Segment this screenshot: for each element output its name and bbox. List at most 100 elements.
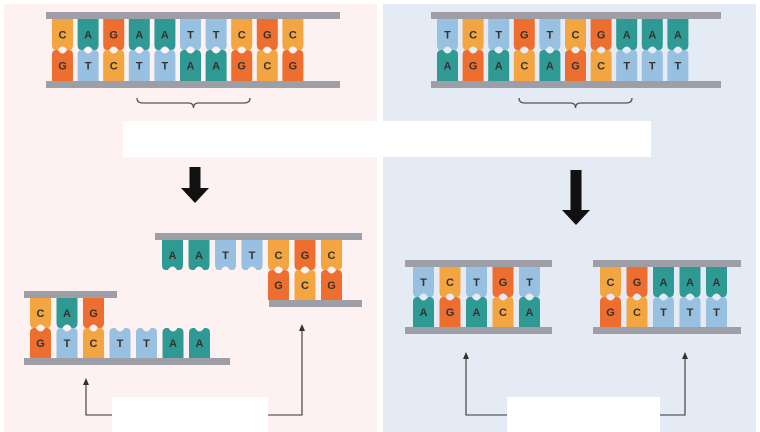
top-strand-nucleotide: G <box>294 240 316 270</box>
bottom-strand-nucleotide: G <box>268 270 289 300</box>
base-letter: C <box>110 61 118 73</box>
base-letter: A <box>169 338 177 350</box>
blunt-ends-label-box <box>507 397 660 432</box>
base-letter: C <box>572 30 580 42</box>
nucleotide-block <box>77 50 99 81</box>
nucleotide-block <box>109 328 131 358</box>
sticky-cut-arrow <box>181 167 209 203</box>
bottom-strand-nucleotide: T <box>154 50 176 81</box>
bottom-strand-nucleotide: C <box>626 297 648 327</box>
nucleotide-block <box>641 19 663 50</box>
base-letter: G <box>571 61 580 73</box>
bottom-strand-nucleotide: T <box>136 328 157 358</box>
base-letter: T <box>444 30 451 42</box>
top-strand-nucleotide: C <box>282 19 304 50</box>
nucleotide-block <box>189 328 210 358</box>
base-letter: C <box>275 250 283 262</box>
base-letter: A <box>713 277 721 289</box>
base-letter: G <box>289 61 298 73</box>
nucleotide-block <box>188 240 210 270</box>
nucleotide-block <box>268 240 289 270</box>
pointer-head-right <box>299 324 305 331</box>
top-strand-nucleotide: C <box>565 19 586 50</box>
nucleotide-block <box>128 50 150 81</box>
base-letter: C <box>301 280 309 292</box>
sticky-right-fragment <box>155 233 362 307</box>
bottom-strand-nucleotide: A <box>539 50 561 81</box>
base-letter: T <box>420 277 427 289</box>
nucleotide-block <box>466 267 487 297</box>
blunt-left-fragment <box>405 260 552 334</box>
top-strand-nucleotide: A <box>77 19 99 50</box>
nucleotide-block <box>706 297 727 327</box>
base-letter: T <box>473 277 480 289</box>
base-letter: T <box>675 61 682 73</box>
top-strand-nucleotide: T <box>413 267 434 297</box>
top-backbone <box>593 260 741 267</box>
base-letter: C <box>520 61 528 73</box>
bottom-strand-nucleotide: G <box>231 50 253 81</box>
nucleotide-block <box>439 297 461 327</box>
bottom-strand-nucleotide: C <box>294 270 316 300</box>
bottom-strand-nucleotide: A <box>488 50 510 81</box>
top-strand-nucleotide: T <box>205 19 227 50</box>
recognition-site-label-box <box>123 121 651 157</box>
top-strand-nucleotide: T <box>466 267 487 297</box>
nucleotide-block <box>154 19 176 50</box>
blunt-label-pointers <box>463 352 688 416</box>
base-letter: A <box>473 307 481 319</box>
arrow-shaft <box>570 170 582 212</box>
nucleotide-block <box>439 267 461 297</box>
base-letter: T <box>143 338 150 350</box>
base-letter: C <box>597 61 605 73</box>
top-strand-nucleotide: C <box>439 267 461 297</box>
top-backbone <box>431 12 721 19</box>
nucleotide-block <box>103 50 125 81</box>
nucleotide-block <box>256 19 278 50</box>
base-letter: C <box>633 307 641 319</box>
sticky-ends-label-box <box>112 397 268 432</box>
top-strand-nucleotide: T <box>180 19 201 50</box>
bottom-strand-nucleotide: G <box>30 328 51 358</box>
nucleotide-block <box>539 19 561 50</box>
pointer-head-right <box>682 352 688 359</box>
bottom-strand-nucleotide: C <box>256 50 278 81</box>
base-letter: C <box>263 61 271 73</box>
sticky-recognition-brace <box>136 97 251 109</box>
nucleotide-block <box>52 50 73 81</box>
bottom-strand-nucleotide: G <box>600 297 621 327</box>
sticky-left-fragment <box>24 291 230 365</box>
bottom-strand-nucleotide: T <box>109 328 131 358</box>
pointer-line-left <box>465 358 507 416</box>
pointer-line-right <box>660 358 686 416</box>
nucleotide-block <box>128 19 150 50</box>
top-backbone <box>24 291 117 298</box>
base-letter: A <box>686 277 694 289</box>
nucleotide-block <box>653 297 674 327</box>
base-letter: T <box>117 338 124 350</box>
nucleotide-block <box>180 19 201 50</box>
top-strand-nucleotide: G <box>626 267 648 297</box>
bottom-strand-nucleotide: T <box>128 50 150 81</box>
bottom-strand-nucleotide: T <box>641 50 663 81</box>
blunt-cut-arrow <box>562 170 590 225</box>
base-letter: A <box>546 61 554 73</box>
bottom-backbone <box>24 358 230 365</box>
blunt-right-fragment <box>593 260 741 334</box>
top-strand-nucleotide: A <box>56 298 78 328</box>
base-letter: C <box>289 30 297 42</box>
bottom-backbone <box>431 81 721 88</box>
nucleotide-block <box>321 270 342 300</box>
nucleotide-block <box>30 328 51 358</box>
bottom-strand-nucleotide: G <box>282 50 304 81</box>
nucleotide-block <box>590 19 612 50</box>
arrow-head <box>181 188 209 203</box>
nucleotide-block <box>103 19 125 50</box>
top-strand-nucleotide: A <box>679 267 701 297</box>
nucleotide-block <box>513 19 535 50</box>
bottom-backbone <box>46 81 340 88</box>
bottom-backbone <box>269 300 362 307</box>
bottom-backbone <box>593 327 741 334</box>
base-letter: T <box>85 61 92 73</box>
